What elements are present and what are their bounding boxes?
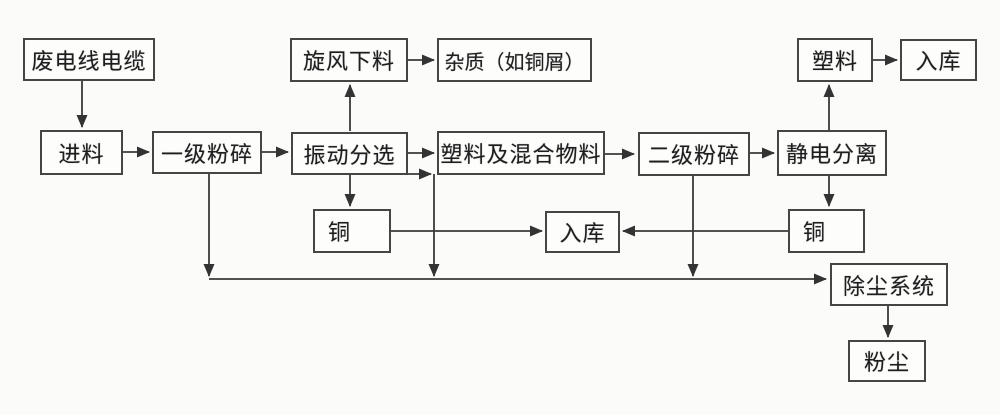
node-vibration-sort: 振动分选 [291,132,408,175]
node-dust-system: 除尘系统 [830,263,948,306]
node-copper-vibration: 铜 [313,209,391,253]
node-waste-cable: 废电线电缆 [23,38,155,81]
node-storage-copper: 入库 [545,211,620,253]
node-plastic: 塑料 [797,38,873,82]
node-copper-electrostatic: 铜 [788,209,865,253]
node-feed: 进料 [40,130,123,175]
node-cyclone-discharge: 旋风下料 [290,38,408,82]
node-impurities: 杂质（如铜屑） [437,38,592,82]
node-secondary-crush: 二级粉碎 [638,132,750,176]
node-dust: 粉尘 [848,340,926,382]
node-electrostatic-sep: 静电分离 [777,130,887,176]
node-storage-plastic: 入库 [900,39,977,81]
node-primary-crush: 一级粉碎 [152,131,262,174]
node-plastic-mixed: 塑料及混合物料 [437,131,605,175]
